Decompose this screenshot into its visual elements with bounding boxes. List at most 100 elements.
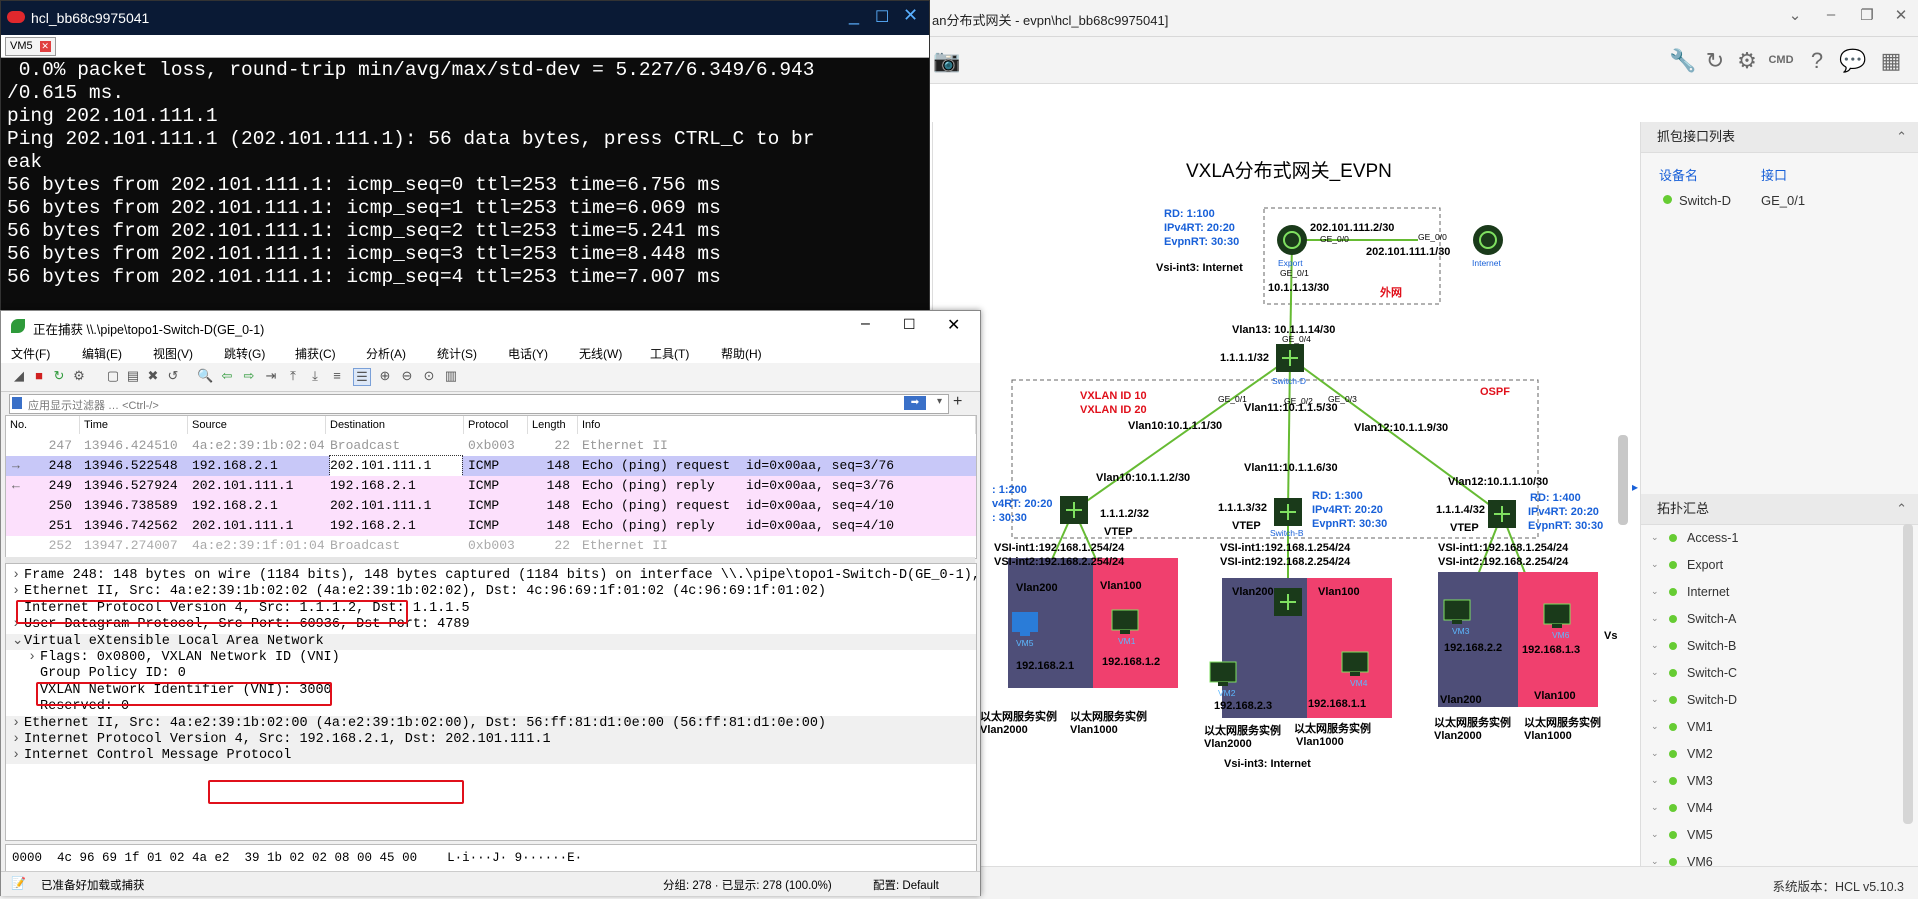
open-file-icon[interactable]: ▢	[106, 368, 120, 383]
topo-panel-scrollbar[interactable]	[1903, 524, 1913, 824]
terminal-output[interactable]: 0.0% packet loss, round-trip min/avg/max…	[7, 59, 923, 289]
grid-icon[interactable]: ▦	[1880, 48, 1902, 73]
chevron-down-icon[interactable]: ⌄	[1651, 613, 1659, 623]
column-header[interactable]: Protocol	[464, 416, 528, 434]
chevron-down-icon[interactable]: ⌄	[1651, 802, 1659, 812]
terminal-minimize-icon[interactable]: _	[849, 5, 860, 25]
camera-icon[interactable]: 📷	[933, 48, 961, 73]
menu-item[interactable]: 无线(W)	[579, 347, 623, 361]
help-icon[interactable]: ?	[1810, 48, 1824, 73]
reload-icon[interactable]: ↺	[167, 368, 179, 383]
tab-vm5[interactable]: VM5 ✕	[5, 37, 56, 56]
expand-right-icon[interactable]: ›	[12, 617, 21, 633]
tab-close-icon[interactable]: ✕	[39, 41, 51, 52]
chevron-down-icon[interactable]: ⌄	[1651, 829, 1659, 839]
filter-dropdown-icon[interactable]: ▾	[936, 396, 942, 407]
gear-icon[interactable]: ⚙	[1737, 48, 1757, 73]
menu-item[interactable]: 视图(V)	[153, 347, 193, 361]
bookmark-icon[interactable]	[12, 397, 22, 409]
chevron-down-icon[interactable]: ⌄	[1651, 694, 1659, 704]
topo-item[interactable]: ⌄VM4	[1641, 795, 1918, 822]
column-header[interactable]: Length	[528, 416, 578, 434]
topo-item[interactable]: ⌄Switch-C	[1641, 660, 1918, 687]
expand-right-icon[interactable]: ›	[12, 732, 21, 747]
zoom-reset-icon[interactable]: ⊙	[423, 368, 435, 383]
stop-icon[interactable]: ■	[35, 368, 43, 383]
detail-row[interactable]: ›Frame 248: 148 bytes on wire (1184 bits…	[6, 568, 976, 584]
menu-item[interactable]: 分析(A)	[366, 347, 406, 361]
topo-item[interactable]: ⌄Export	[1641, 552, 1918, 579]
detail-row[interactable]: ⌄Virtual eXtensible Local Area Network	[6, 633, 976, 650]
chevron-down-icon[interactable]: ⌄	[1651, 586, 1659, 596]
topo-item[interactable]: ⌄Internet	[1641, 579, 1918, 606]
menu-item[interactable]: 跳转(G)	[224, 347, 266, 361]
find-icon[interactable]: 🔍	[197, 368, 214, 383]
menu-item[interactable]: 电话(Y)	[508, 347, 548, 361]
menu-item[interactable]: 捕获(C)	[295, 347, 336, 361]
apply-filter-arrow-icon[interactable]: ➡	[904, 396, 926, 410]
detail-row[interactable]: Group Policy ID: 0	[6, 666, 976, 683]
resize-columns-icon[interactable]: ▥	[444, 368, 458, 383]
ws-close-icon[interactable]: ✕	[947, 317, 961, 334]
topo-item[interactable]: ⌄VM3	[1641, 768, 1918, 795]
topo-item[interactable]: ⌄VM2	[1641, 741, 1918, 768]
menu-item[interactable]: 统计(S)	[437, 347, 477, 361]
detail-row[interactable]: Internet Protocol Version 4, Src: 1.1.1.…	[6, 600, 976, 617]
detail-row[interactable]: Reserved: 0	[6, 699, 976, 716]
column-header[interactable]: Info	[578, 416, 976, 434]
goto-icon[interactable]: ⇥	[265, 368, 277, 383]
detail-row[interactable]: ›Internet Protocol Version 4, Src: 192.1…	[6, 732, 976, 748]
column-header[interactable]: Time	[80, 416, 188, 434]
minimize-icon[interactable]: –	[1826, 6, 1836, 23]
chevron-down-icon[interactable]: ⌄	[1651, 775, 1659, 785]
panel-toggle-icon[interactable]: ▸	[1632, 480, 1639, 494]
detail-row[interactable]: ›Flags: 0x0800, VXLAN Network ID (VNI)	[6, 650, 976, 666]
menu-item[interactable]: 文件(F)	[11, 347, 51, 361]
terminal-maximize-icon[interactable]: ☐	[875, 9, 890, 26]
wrench-icon[interactable]: 🔧	[1669, 48, 1697, 73]
expand-right-icon[interactable]: ›	[12, 715, 21, 731]
detail-row[interactable]: ›Internet Control Message Protocol	[6, 748, 976, 765]
ws-maximize-icon[interactable]: ☐	[903, 316, 916, 332]
topo-item[interactable]: ⌄Switch-D	[1641, 687, 1918, 714]
add-filter-plus-icon[interactable]: +	[953, 393, 963, 410]
colorize-icon[interactable]: ☰	[353, 368, 371, 386]
collapse-icon[interactable]: ⌄	[1788, 7, 1802, 24]
expand-right-icon[interactable]: ›	[12, 568, 21, 583]
packet-details[interactable]: ›Frame 248: 148 bytes on wire (1184 bits…	[5, 563, 977, 841]
refresh-icon[interactable]: ↻	[1705, 48, 1725, 73]
detail-row[interactable]: ›Ethernet II, Src: 4a:e2:39:1b:02:00 (4a…	[6, 715, 976, 732]
shark-start-icon[interactable]: ◢	[14, 368, 24, 383]
chevron-down-icon[interactable]: ⌄	[1651, 856, 1659, 866]
expand-right-icon[interactable]: ›	[12, 748, 21, 764]
menu-item[interactable]: 工具(T)	[650, 347, 690, 361]
display-filter-input[interactable]: 应用显示过滤器 … <Ctrl-/> ➡ ▾	[9, 394, 949, 414]
status-profile[interactable]: 配置: Default	[873, 880, 939, 892]
chevron-down-icon[interactable]: ⌄	[1651, 559, 1659, 569]
topo-item[interactable]: ⌄VM5	[1641, 822, 1918, 849]
detail-row[interactable]: ›User Datagram Protocol, Src Port: 60936…	[6, 617, 976, 634]
capture-row[interactable]: Switch-D GE_0/1	[1641, 187, 1918, 213]
chevron-down-icon[interactable]: ⌄	[1651, 721, 1659, 731]
topo-item[interactable]: ⌄Switch-A	[1641, 606, 1918, 633]
back-icon[interactable]: ⇦	[221, 368, 233, 383]
expand-down-icon[interactable]: ⌄	[12, 633, 24, 649]
wechat-icon[interactable]: 💬	[1839, 48, 1867, 73]
expand-right-icon[interactable]: ›	[12, 584, 21, 600]
edit-notes-icon[interactable]: 📝	[11, 876, 26, 890]
last-icon[interactable]: ⤓	[312, 368, 318, 383]
chevron-down-icon[interactable]: ⌄	[1651, 748, 1659, 758]
close-icon[interactable]: ✕	[1894, 7, 1908, 24]
save-icon[interactable]: ▤	[126, 368, 140, 383]
topo-item[interactable]: ⌄Access-1	[1641, 525, 1918, 552]
zoom-out-icon[interactable]: ⊖	[401, 368, 413, 383]
detail-row[interactable]: VXLAN Network Identifier (VNI): 3000	[6, 682, 976, 699]
close-file-icon[interactable]: ✖	[147, 368, 159, 383]
terminal-close-icon[interactable]: ✕	[903, 5, 919, 25]
